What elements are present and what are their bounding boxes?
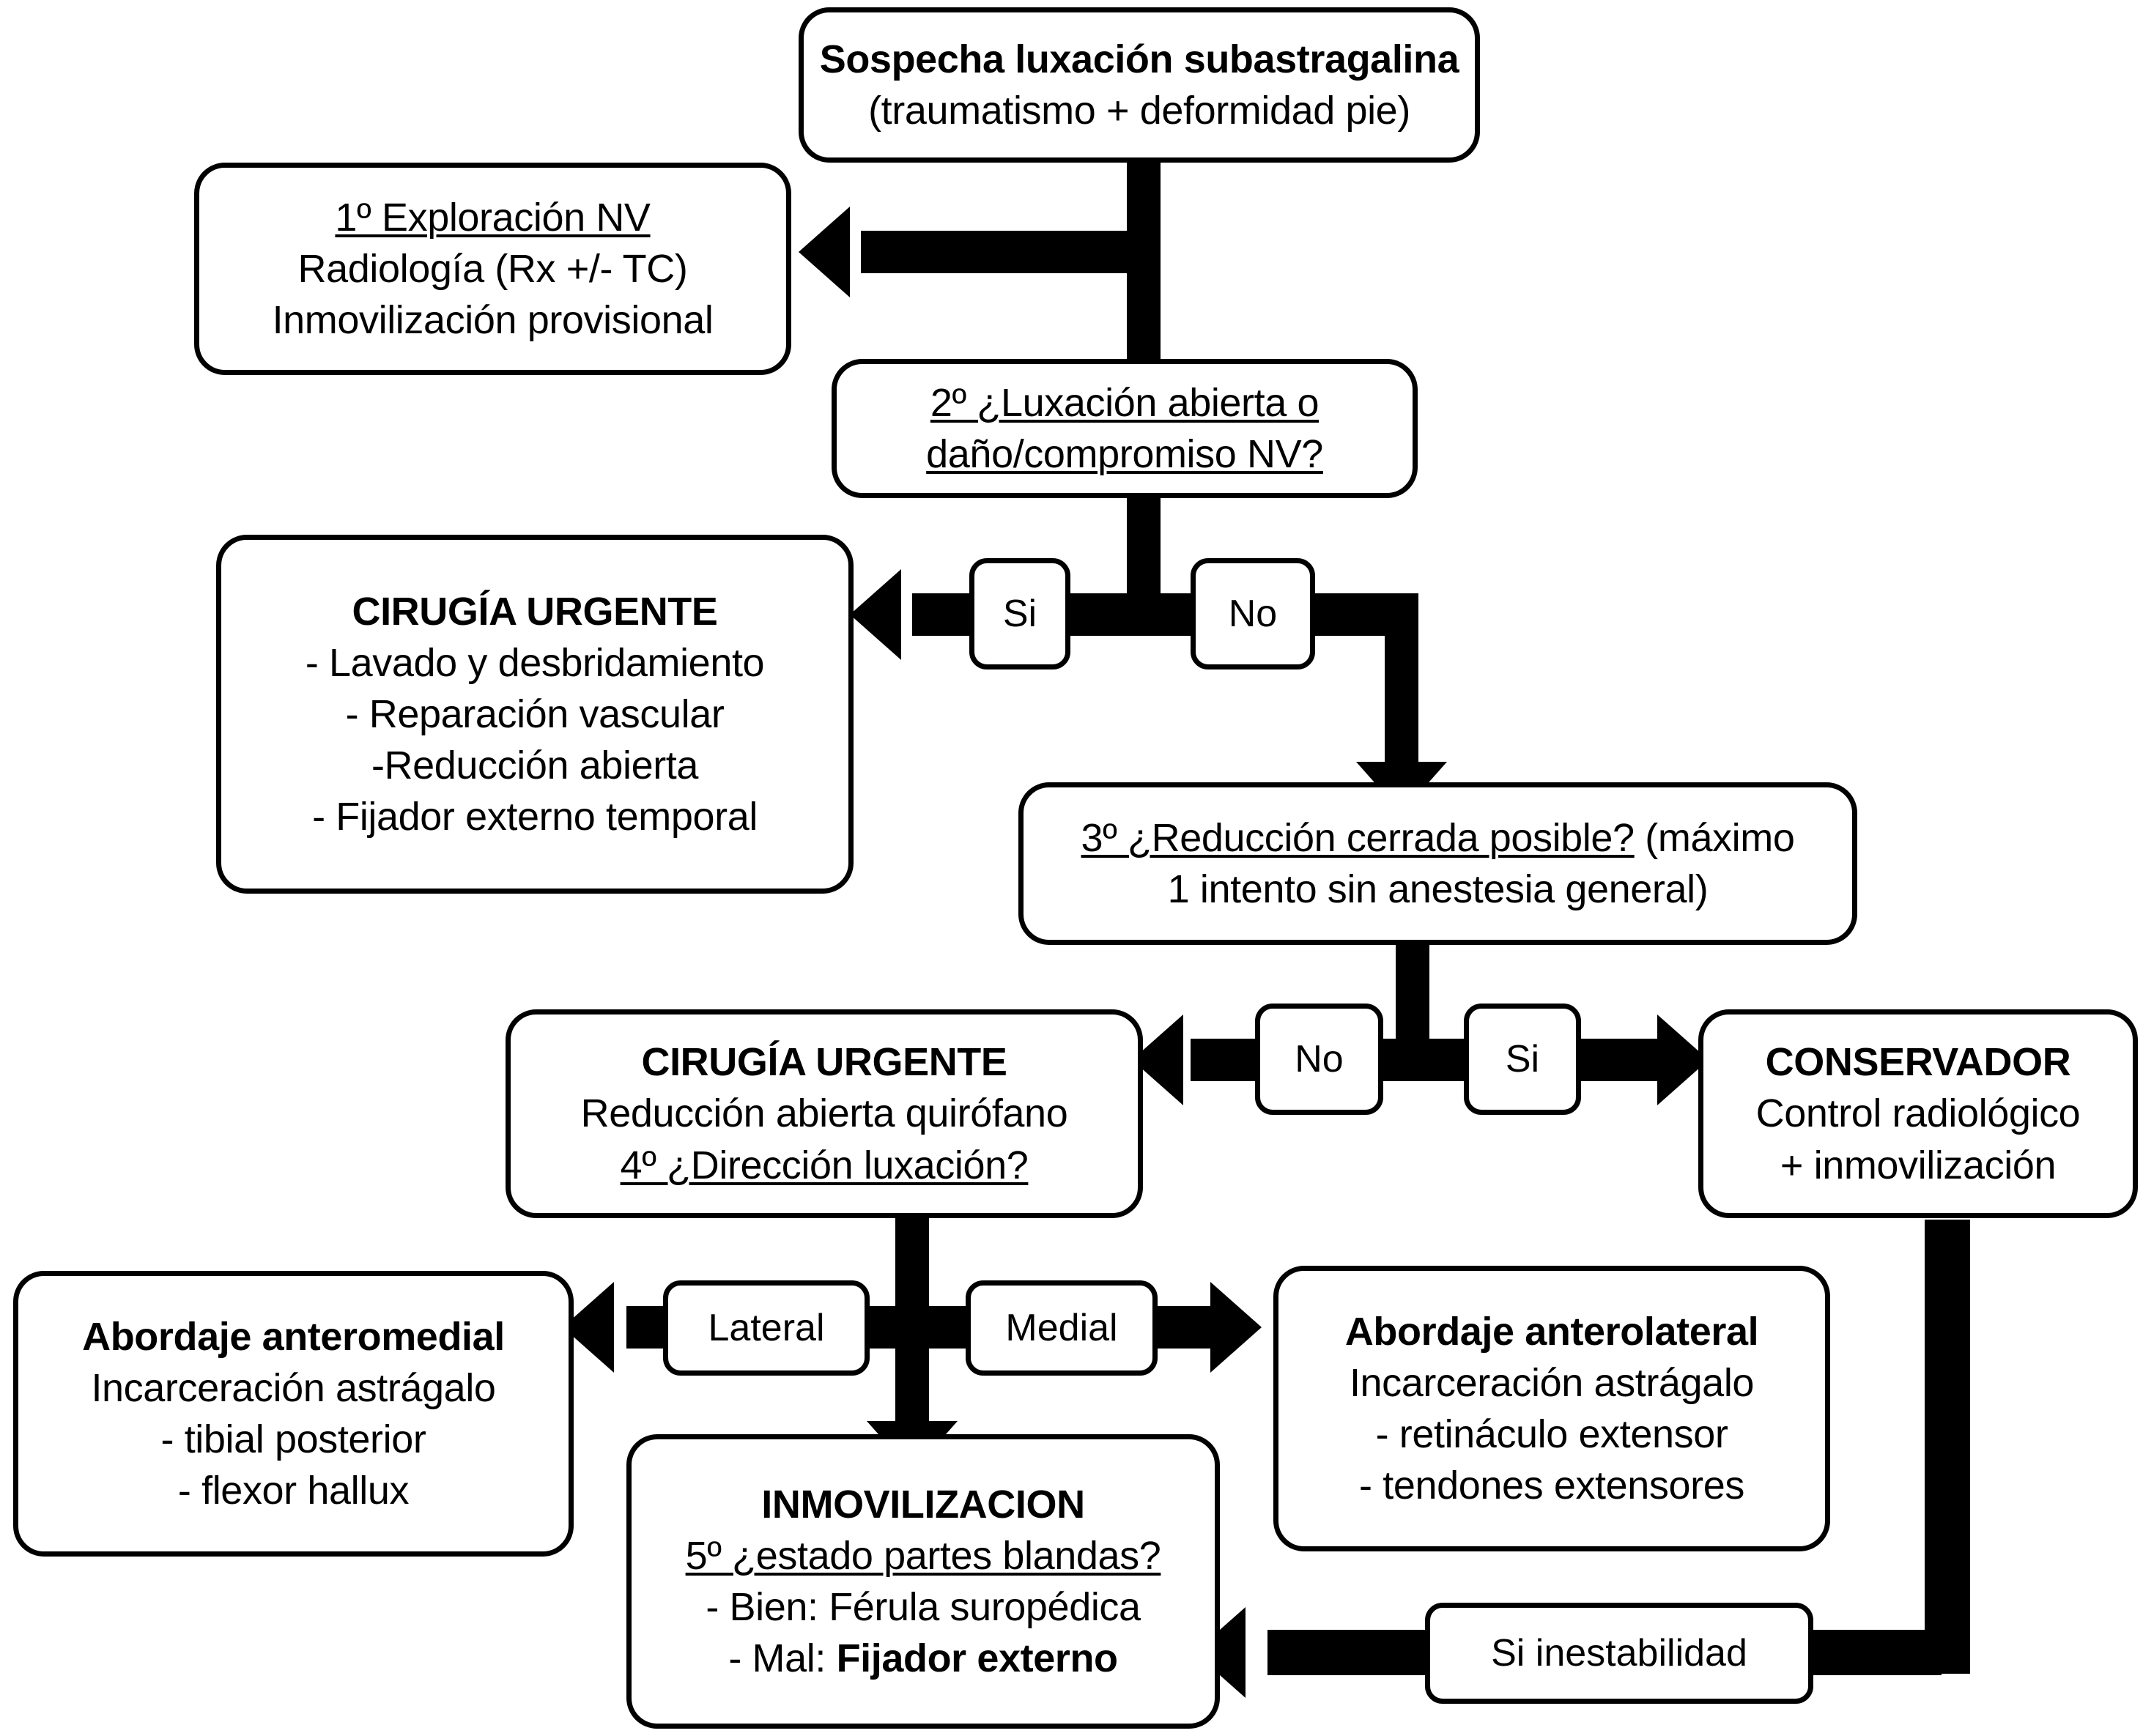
node-cirugia-urgente-direccion[interactable]: CIRUGÍA URGENTE Reducción abierta quiróf… xyxy=(506,1009,1143,1218)
node-line: Inmovilización provisional xyxy=(272,298,714,343)
node-line: - flexor hallux xyxy=(177,1469,410,1513)
node-line: CIRUGÍA URGENTE xyxy=(641,1040,1007,1085)
node-pregunta-reduccion-cerrada[interactable]: 3º ¿Reducción cerrada posible? (máximo 1… xyxy=(1018,782,1857,945)
node-line: - Bien: Férula suropédica xyxy=(706,1585,1141,1629)
node-inmovilizacion[interactable]: INMOVILIZACION 5º ¿estado partes blandas… xyxy=(626,1434,1220,1729)
node-line: Incarceración astrágalo xyxy=(1349,1360,1755,1405)
node-line-plain: (máximo xyxy=(1634,815,1795,860)
edge-label-q2-no[interactable]: No xyxy=(1191,558,1315,669)
connector-q4-down-stem xyxy=(895,1306,929,1431)
node-sospecha-luxacion[interactable]: Sospecha luxación subastragalina (trauma… xyxy=(799,7,1480,163)
edge-label-text: Si inestabilidad xyxy=(1491,1632,1747,1674)
node-line: - Reparación vascular xyxy=(345,691,725,736)
node-line: + inmovilización xyxy=(1780,1143,2057,1187)
node-line: - Fijador externo temporal xyxy=(312,795,758,839)
edge-label-text: Lateral xyxy=(708,1307,825,1349)
node-line: Abordaje anteromedial xyxy=(82,1314,505,1359)
edge-label-text: Medial xyxy=(1005,1307,1118,1349)
connector-q2-no-elbow-v xyxy=(1385,593,1418,769)
node-exploracion-nv[interactable]: 1º Exploración NV Radiología (Rx +/- TC)… xyxy=(194,163,791,375)
connector-q2-yes-head xyxy=(850,569,901,660)
edge-label-text: No xyxy=(1228,593,1278,635)
node-line: Incarceración astrágalo xyxy=(91,1365,496,1410)
connector-to-exploracion-head xyxy=(799,207,850,297)
node-line: daño/compromiso NV? xyxy=(926,432,1323,476)
connector-to-exploracion-shaft xyxy=(861,231,1132,273)
node-line: - Lavado y desbridamiento xyxy=(305,640,765,685)
node-line: CIRUGÍA URGENTE xyxy=(352,589,718,634)
node-line: - tendones extensores xyxy=(1359,1464,1744,1508)
node-line: 4º ¿Dirección luxación? xyxy=(620,1143,1029,1187)
node-conservador[interactable]: CONSERVADOR Control radiológico + inmovi… xyxy=(1698,1009,2138,1218)
node-line: -Reducción abierta xyxy=(371,743,699,788)
edge-label-lateral[interactable]: Lateral xyxy=(663,1280,870,1376)
node-line-composite: 3º ¿Reducción cerrada posible? (máximo xyxy=(1037,812,1839,864)
node-cirugia-urgente-abierta[interactable]: CIRUGÍA URGENTE - Lavado y desbridamient… xyxy=(216,535,854,894)
edge-label-medial[interactable]: Medial xyxy=(966,1280,1158,1376)
connector-conservador-vertical xyxy=(1925,1220,1970,1674)
node-line: INMOVILIZACION xyxy=(761,1482,1085,1527)
node-line: (traumatismo + deformidad pie) xyxy=(868,89,1410,133)
edge-label-text: No xyxy=(1295,1038,1344,1080)
edge-label-q2-si[interactable]: Si xyxy=(969,558,1070,669)
node-line: 2º ¿Luxación abierta o xyxy=(930,380,1320,425)
node-line: 1º Exploración NV xyxy=(335,195,651,240)
node-line: CONSERVADOR xyxy=(1765,1040,2071,1085)
node-line-underlined: 3º ¿Reducción cerrada posible? xyxy=(1081,815,1635,860)
edge-label-q3-si[interactable]: Si xyxy=(1464,1004,1581,1115)
node-abordaje-anteromedial[interactable]: Abordaje anteromedial Incarceración astr… xyxy=(13,1271,574,1557)
node-abordaje-anterolateral[interactable]: Abordaje anterolateral Incarceración ast… xyxy=(1273,1266,1830,1551)
fijador-externo-text: Fijador externo xyxy=(836,1636,1118,1681)
node-line: - retináculo extensor xyxy=(1375,1412,1728,1456)
edge-label-q3-no[interactable]: No xyxy=(1255,1004,1383,1115)
connector-q4-medial-head xyxy=(1210,1282,1262,1373)
node-pregunta-luxacion-abierta[interactable]: 2º ¿Luxación abierta o daño/compromiso N… xyxy=(832,359,1418,498)
node-line: Control radiológico xyxy=(1755,1091,2081,1136)
node-line: Abordaje anterolateral xyxy=(1344,1309,1759,1354)
node-line: - tibial posterior xyxy=(160,1417,426,1461)
edge-label-si-inestabilidad[interactable]: Si inestabilidad xyxy=(1425,1603,1813,1704)
node-line: Reducción abierta quirófano xyxy=(580,1091,1068,1136)
edge-label-text: Si xyxy=(1002,593,1037,635)
node-line-bold-tail: - Mal: Fijador externo xyxy=(728,1636,1118,1681)
node-line: Radiología (Rx +/- TC) xyxy=(297,246,688,291)
node-line: 5º ¿estado partes blandas? xyxy=(685,1533,1161,1578)
node-line: 1 intento sin anestesia general) xyxy=(1167,867,1709,911)
node-line: Sospecha luxación subastragalina xyxy=(819,37,1459,81)
edge-label-text: Si xyxy=(1505,1038,1540,1080)
